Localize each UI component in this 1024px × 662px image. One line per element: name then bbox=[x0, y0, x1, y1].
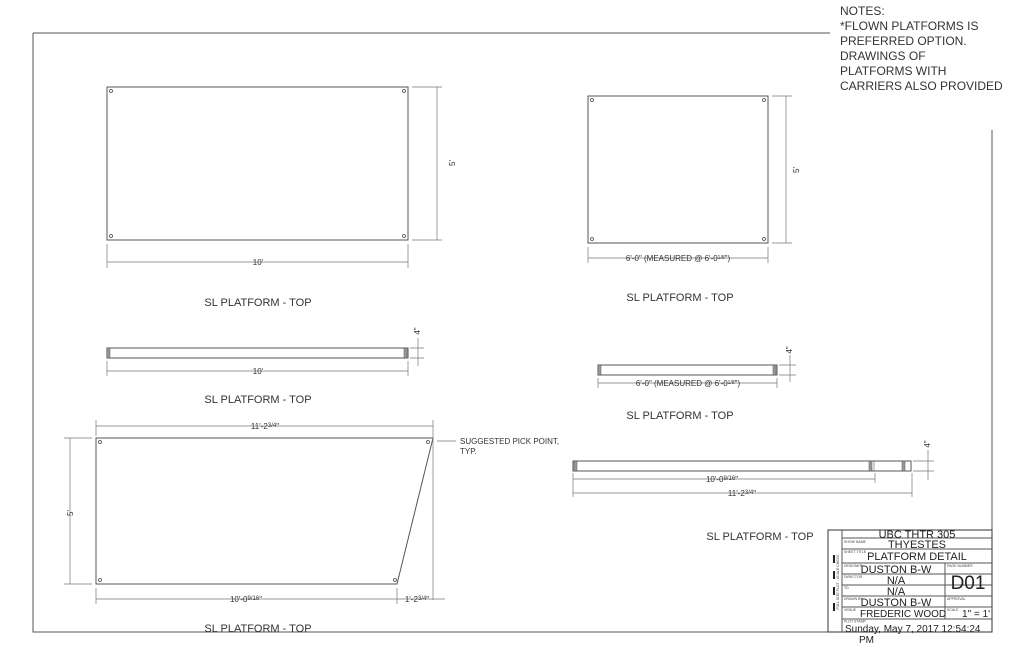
drawn-by-label: DRAWN BY bbox=[844, 597, 863, 601]
platform-top-view-10x5: 5' 10' SL PLATFORM - TOP bbox=[106, 86, 457, 309]
notes: NOTES: *FLOWN PLATFORMS IS PREFERRED OPT… bbox=[840, 4, 1003, 93]
show-name-label: SHOW NAME bbox=[844, 540, 867, 544]
venue-label: VENUE bbox=[844, 608, 857, 612]
view-title: SL PLATFORM - TOP bbox=[204, 623, 311, 635]
platform-side-view-6: 4" 6'-0" (MEASURED @ 6'-01/8") SL PLATFO… bbox=[597, 346, 796, 422]
notes-line: PREFERRED OPTION. bbox=[840, 34, 967, 48]
thickness-dimension: 4" bbox=[413, 327, 422, 334]
thickness-dimension: 4" bbox=[785, 346, 794, 353]
notes-line: *FLOWN PLATFORMS IS bbox=[840, 19, 978, 33]
td: N/A bbox=[887, 586, 906, 598]
pick-point-callout: TYP. bbox=[460, 447, 477, 456]
platform-top-view-trapezoid: 11'-23/4" 5' 10'-09/16" 1'-23/4" SUGGEST… bbox=[64, 420, 559, 635]
platform-side-view-10: 4" 10' SL PLATFORM - TOP bbox=[106, 327, 424, 406]
platform-top-view-6x5: 5' 6'-0" (MEASURED @ 6'-01/8") SL PLATFO… bbox=[587, 95, 801, 304]
sheet-border bbox=[32, 32, 993, 633]
platform-side-view-11: 4" 10'-09/16" 11'-23/4" SL PLATFORM - TO… bbox=[572, 440, 934, 543]
view-title: SL PLATFORM - TOP bbox=[626, 292, 733, 304]
height-dimension: 5' bbox=[448, 160, 457, 166]
width-dimension: 10' bbox=[253, 258, 264, 267]
plot-stamp: Sunday, May 7, 2017 12:54:24 bbox=[845, 624, 981, 635]
view-title: SL PLATFORM - TOP bbox=[204, 394, 311, 406]
page-number: D01 bbox=[951, 573, 986, 594]
pick-point-callout: SUGGESTED PICK POINT, bbox=[460, 437, 559, 446]
notes-line: DRAWINGS OF bbox=[840, 49, 926, 63]
director: N/A bbox=[887, 575, 906, 587]
page-number-label: PAGE NUMBER bbox=[947, 564, 973, 568]
inner-width-dimension: 10'-09/16" bbox=[706, 475, 738, 484]
notes-line: NOTES: bbox=[840, 4, 885, 18]
offset-dimension: 1'-23/4" bbox=[405, 595, 429, 604]
view-title: SL PLATFORM - TOP bbox=[706, 531, 813, 543]
width-dimension: 6'-0" (MEASURED @ 6'-01/8") bbox=[636, 379, 741, 388]
designer-label: DESIGNER bbox=[844, 564, 863, 568]
width-dimension: 6'-0" (MEASURED @ 6'-01/8") bbox=[626, 254, 731, 263]
height-dimension: 5' bbox=[66, 510, 75, 516]
scale-check-label: FULL SIZE PLOT - SCALE CHECK bbox=[836, 554, 840, 610]
show-name: THYESTES bbox=[888, 539, 946, 551]
designer: DUSTON B-W bbox=[861, 564, 932, 576]
venue: FREDERIC WOOD bbox=[860, 609, 946, 620]
thickness-dimension: 4" bbox=[923, 440, 932, 447]
notes-line: PLATFORMS WITH bbox=[840, 64, 946, 78]
bottom-width-dimension: 10'-09/16" bbox=[230, 595, 262, 604]
plot-stamp-label: PLOT STAMP bbox=[844, 620, 867, 624]
drawn-by: DUSTON B-W bbox=[861, 597, 932, 609]
sheet-title: PLATFORM DETAIL bbox=[867, 551, 967, 563]
height-dimension: 5' bbox=[792, 167, 801, 173]
view-title: SL PLATFORM - TOP bbox=[204, 297, 311, 309]
scale-label: SCALE bbox=[947, 608, 959, 612]
td-label: TD bbox=[844, 586, 849, 590]
approval-label: APPROVAL bbox=[947, 597, 966, 601]
width-dimension: 10' bbox=[253, 367, 264, 376]
course: UBC THTR 305 bbox=[879, 529, 956, 541]
top-width-dimension: 11'-23/4" bbox=[251, 422, 279, 431]
scale: 1" = 1' bbox=[962, 609, 990, 620]
outer-width-dimension: 11'-23/4" bbox=[728, 489, 756, 498]
notes-line: CARRIERS ALSO PROVIDED bbox=[840, 79, 1003, 93]
director-label: DIRECTOR bbox=[844, 575, 863, 579]
sheet-title-label: SHEET TITLE bbox=[844, 550, 867, 554]
plot-stamp-suffix: PM bbox=[859, 635, 874, 646]
view-title: SL PLATFORM - TOP bbox=[626, 410, 733, 422]
title-block: FULL SIZE PLOT - SCALE CHECK UBC THTR 30… bbox=[827, 529, 993, 646]
